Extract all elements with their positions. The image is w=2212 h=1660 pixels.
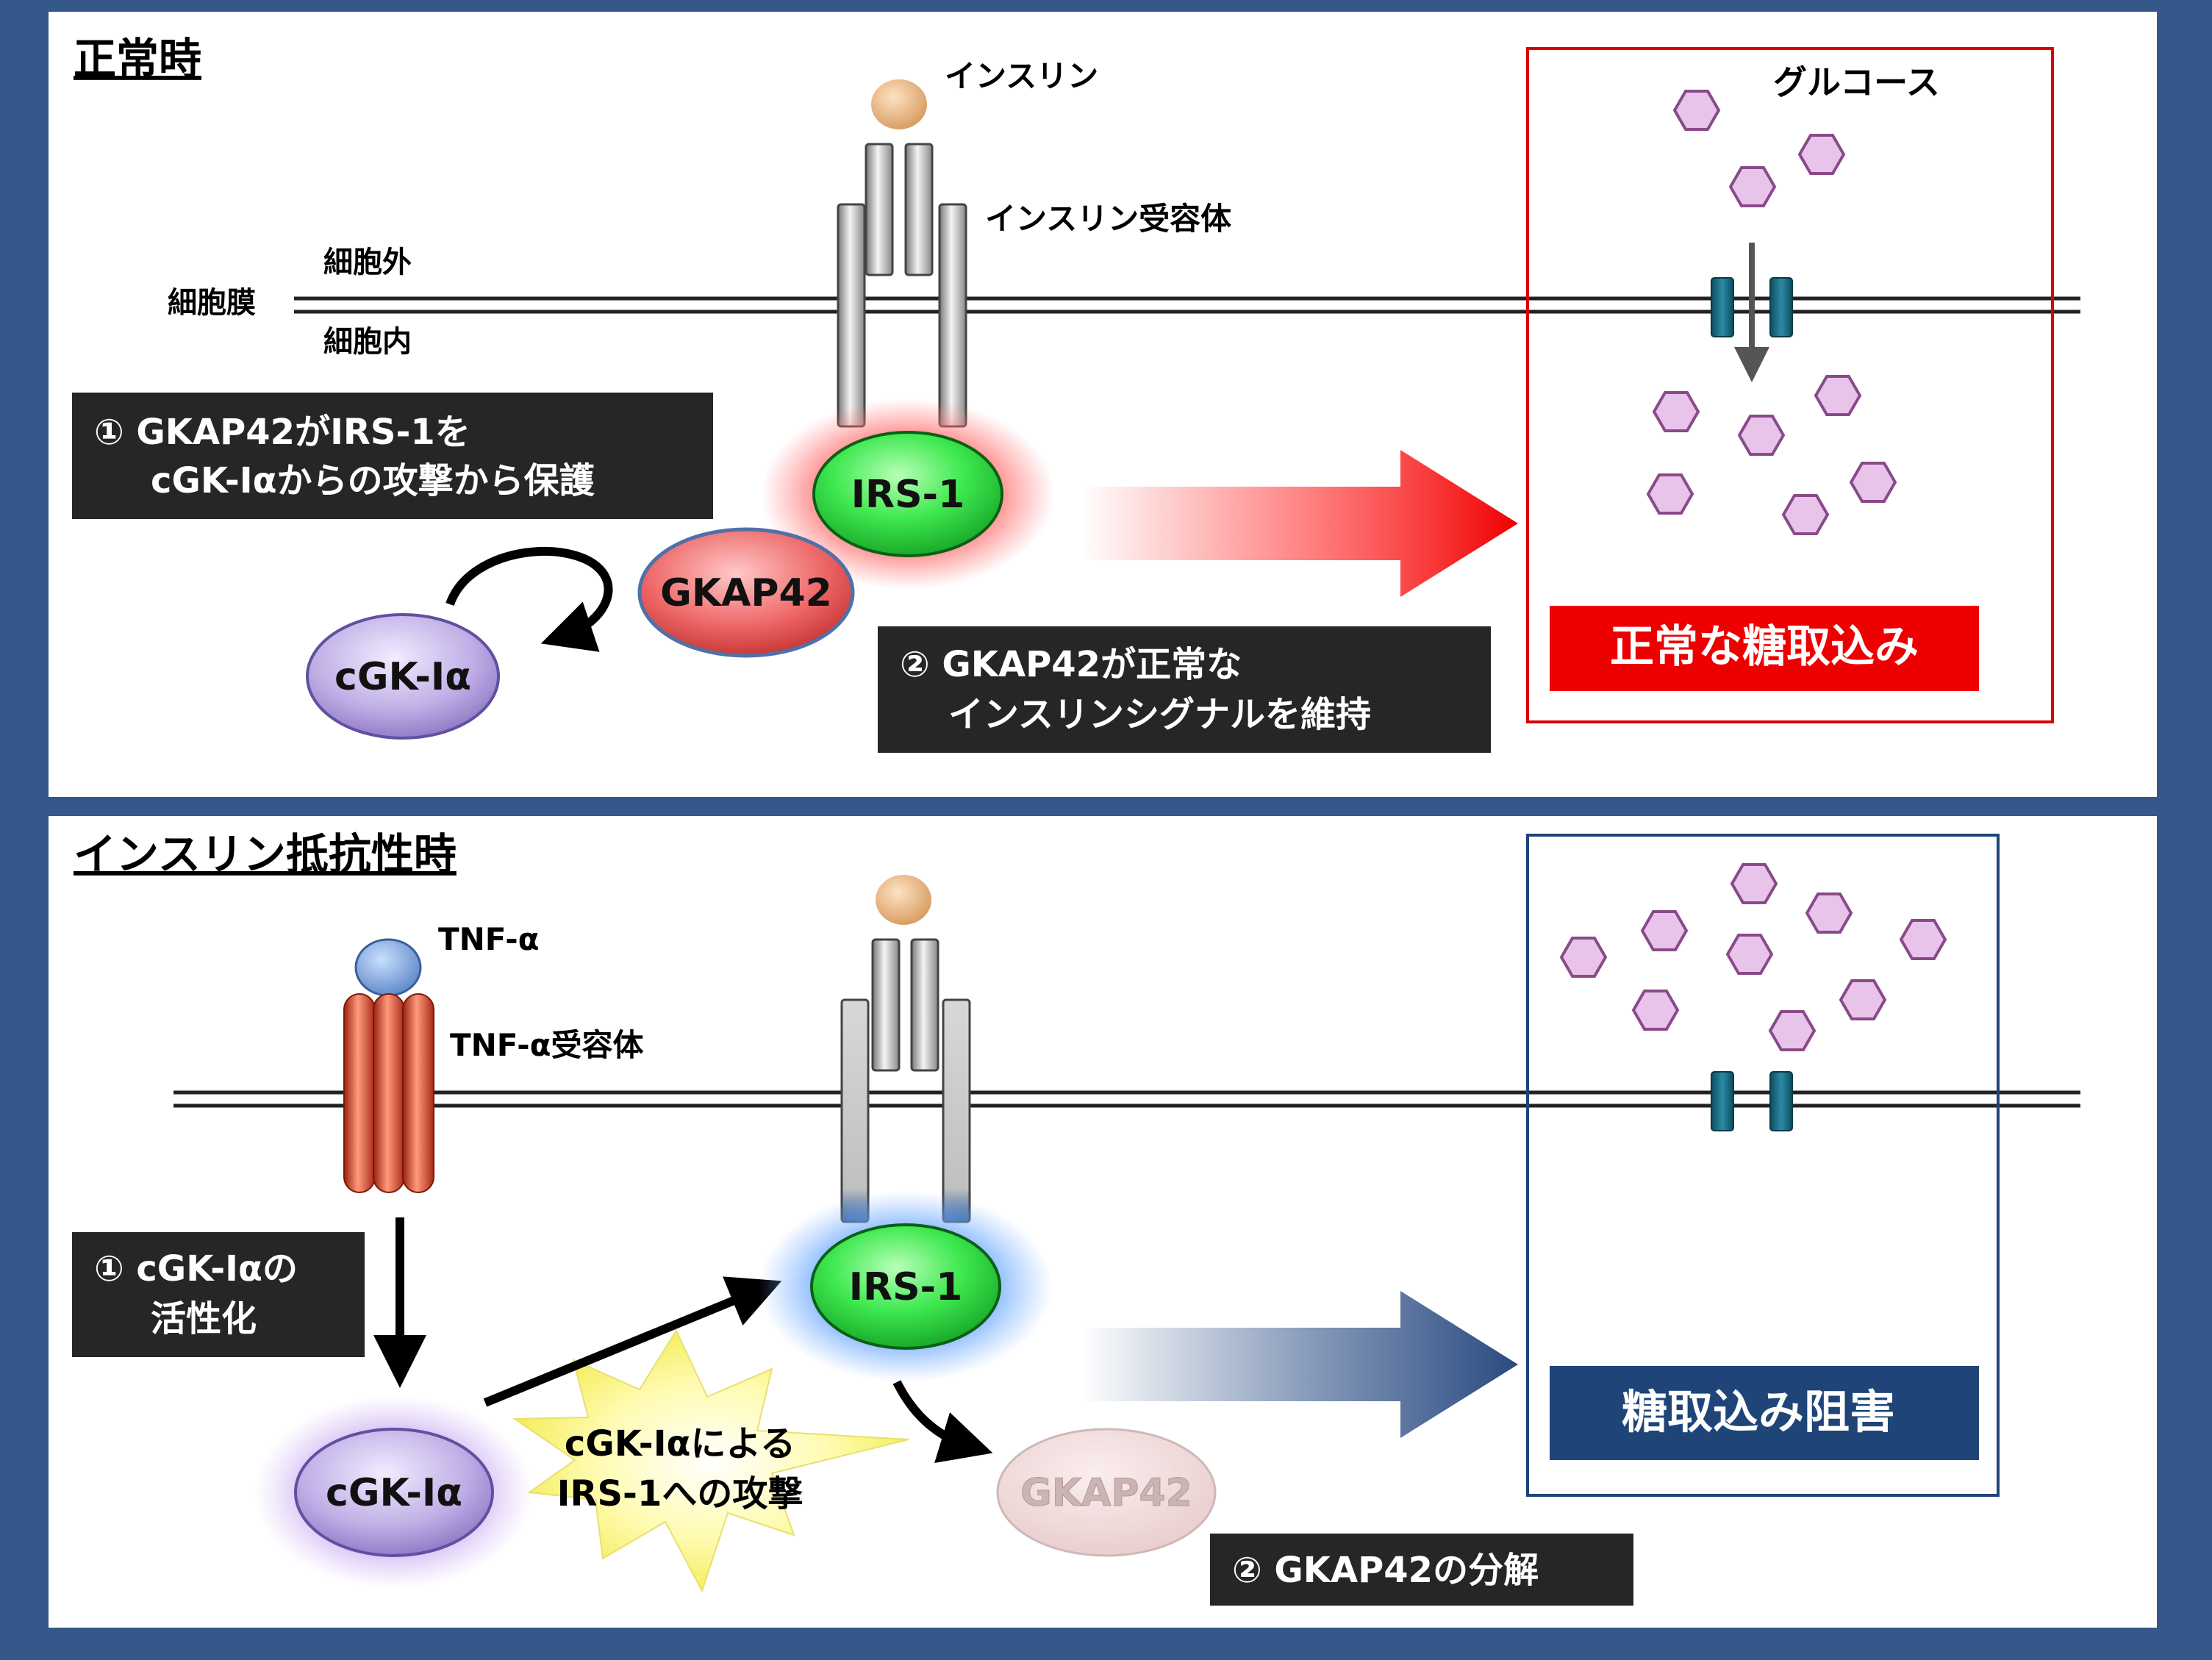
irs1-label: IRS-1	[851, 473, 965, 517]
normal-result-label: 正常な糖取込み	[1610, 621, 1919, 673]
cell-membrane-2	[173, 1090, 2080, 1108]
attack-starburst	[512, 1328, 909, 1593]
irs1-protein-2	[810, 1223, 1001, 1350]
normal-note-2-line2: インスリンシグナルを維持	[948, 694, 1371, 735]
cgk-protein	[306, 613, 500, 740]
gkap42-label: GKAP42	[660, 571, 832, 615]
normal-note-2-line1: ② GKAP42が正常な	[900, 644, 1242, 685]
normal-glucose-box	[1526, 47, 2054, 723]
resistant-note-1-line2: 活性化	[151, 1298, 257, 1339]
gkap42-protein	[637, 527, 855, 658]
degradation-arrow	[892, 1380, 993, 1463]
insulin-molecule	[871, 79, 927, 129]
intracellular-label: 細胞内	[323, 325, 412, 359]
extracellular-label: 細胞外	[323, 246, 412, 279]
glucose-transporter-2	[1711, 1071, 1793, 1131]
deflection-arrow	[445, 547, 613, 652]
cgk-label: cGK-Iα	[334, 655, 471, 699]
cgk-label-2: cGK-Iα	[326, 1471, 462, 1515]
normal-note-1-line1: ① GKAP42がIRS-1を	[94, 412, 470, 453]
insulin-receptor-label: インスリン受容体	[985, 201, 1231, 237]
cgk-protein-2	[294, 1428, 494, 1557]
resistant-uptake-arrow	[1081, 1291, 1518, 1438]
membrane-label: 細胞膜	[168, 286, 256, 320]
resistant-title: インスリン抵抗性時	[74, 829, 457, 879]
attack-label-line1: cGK-Iαによる	[565, 1423, 795, 1464]
insulin-molecule-2	[876, 875, 931, 925]
normal-result-box	[1550, 606, 1979, 691]
normal-note-1-line2: cGK-Iαからの攻撃から保護	[151, 460, 595, 501]
tnf-alpha-receptor	[343, 993, 434, 1193]
glucose-label: グルコース	[1773, 62, 1940, 102]
resistant-note-2-text: ② GKAP42の分解	[1232, 1550, 1539, 1591]
glucose-transporter	[1711, 277, 1793, 337]
insulin-label: インスリン	[945, 58, 1098, 94]
irs1-label-2: IRS-1	[849, 1265, 963, 1309]
resistant-note-2: ② GKAP42の分解	[1210, 1534, 1633, 1606]
tnf-alpha-receptor-label: TNF-α受容体	[450, 1027, 644, 1063]
normal-note-1: ① GKAP42がIRS-1を cGK-Iαからの攻撃から保護	[72, 393, 713, 519]
insulin-receptor-2	[840, 938, 971, 1223]
normal-title: 正常時	[74, 34, 201, 84]
resistant-note-1-line1: ① cGK-Iαの	[94, 1248, 298, 1289]
tnf-alpha-label: TNF-α	[438, 921, 539, 957]
normal-note-2: ② GKAP42が正常な インスリンシグナルを維持	[878, 626, 1491, 753]
attack-label-line2: IRS-1への攻撃	[557, 1473, 803, 1514]
gkap42-faded-label: GKAP42	[1020, 1471, 1192, 1515]
gkap42-faded-protein	[996, 1428, 1217, 1557]
resistant-note-1: ① cGK-Iαの 活性化	[72, 1232, 365, 1357]
irs1-protein	[812, 431, 1003, 557]
resistant-result-box	[1550, 1366, 1979, 1460]
attack-arrow	[483, 1276, 782, 1407]
normal-uptake-arrow	[1081, 450, 1518, 597]
tnf-alpha-molecule	[354, 938, 422, 997]
resistant-result-label: 糖取込み阻害	[1622, 1385, 1895, 1439]
resistant-glucose-box	[1526, 834, 2000, 1497]
